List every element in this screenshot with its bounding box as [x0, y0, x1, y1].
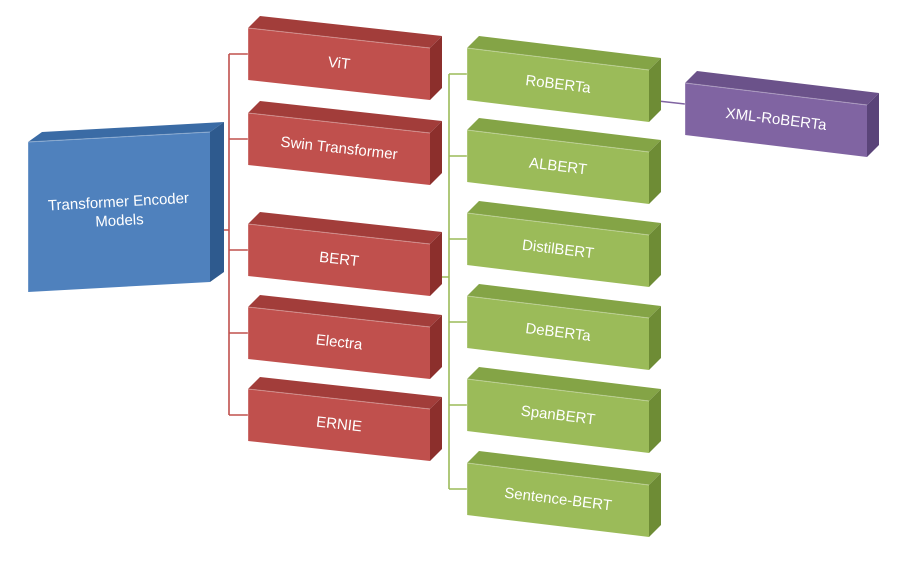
node-front-face — [467, 130, 649, 204]
node-front-face — [467, 48, 649, 122]
node-side-face — [430, 121, 442, 185]
node-edge-highlight — [466, 295, 650, 348]
node-front-face — [467, 379, 649, 453]
node-top-face — [467, 36, 661, 70]
node-label: Electra — [315, 331, 364, 353]
node-edge-highlight — [466, 462, 650, 515]
node-label: Transformer EncoderModels — [48, 190, 191, 233]
node-edge-highlight — [466, 129, 650, 182]
node-top-face — [467, 118, 661, 152]
node-edge-highlight — [247, 306, 431, 359]
node-deberta: DeBERTa — [466, 284, 661, 370]
node-side-face — [430, 315, 442, 379]
node-top-face — [467, 201, 661, 235]
node-front-face — [28, 132, 210, 292]
node-side-face — [649, 306, 661, 370]
node-edge-highlight — [27, 131, 211, 292]
node-spanbert: SpanBERT — [466, 367, 661, 453]
node-xml-roberta: XML-RoBERTa — [684, 71, 879, 157]
node-electra: Electra — [247, 295, 442, 379]
node-side-face — [649, 140, 661, 204]
node-edge-highlight — [466, 378, 650, 431]
node-roberta: RoBERTa — [466, 36, 661, 122]
node-side-face — [210, 122, 224, 282]
node-front-face — [685, 83, 867, 157]
node-front-face — [248, 113, 430, 185]
node-side-face — [649, 58, 661, 122]
node-side-face — [430, 397, 442, 461]
node-side-face — [430, 36, 442, 100]
node-side-face — [430, 232, 442, 296]
node-front-face — [467, 296, 649, 370]
node-side-face — [867, 93, 879, 157]
node-front-face — [248, 307, 430, 379]
node-label: ViT — [327, 54, 351, 73]
node-top-face — [248, 16, 442, 48]
node-label: ALBERT — [528, 155, 588, 179]
node-front-face — [248, 28, 430, 100]
node-vit: ViT — [247, 16, 442, 100]
node-front-face — [248, 389, 430, 461]
node-label: BERT — [318, 249, 359, 270]
node-ernie: ERNIE — [247, 377, 442, 461]
node-top-face — [467, 367, 661, 401]
node-top-face — [28, 122, 224, 142]
node-front-face — [467, 463, 649, 537]
node-top-face — [248, 295, 442, 327]
node-front-face — [248, 224, 430, 296]
node-top-face — [248, 377, 442, 409]
node-albert: ALBERT — [466, 118, 661, 204]
node-side-face — [649, 473, 661, 537]
node-bert: BERT — [247, 212, 442, 296]
node-transformer-encoder-models: Transformer EncoderModels — [27, 122, 224, 292]
node-top-face — [467, 284, 661, 318]
node-top-face — [248, 212, 442, 244]
node-swin-transformer: Swin Transformer — [247, 101, 442, 185]
node-sentence-bert: Sentence-BERT — [466, 451, 661, 537]
connectors — [210, 53, 686, 490]
node-label-line: Models — [95, 211, 144, 231]
node-edge-highlight — [247, 223, 431, 276]
node-edge-highlight — [466, 47, 650, 100]
node-top-face — [248, 101, 442, 133]
node-distilbert: DistilBERT — [466, 201, 661, 287]
node-edge-highlight — [247, 27, 431, 80]
node-side-face — [649, 389, 661, 453]
node-edge-highlight — [247, 388, 431, 441]
node-edge-highlight — [466, 212, 650, 265]
nodes: Transformer EncoderModels ViT Swin Transfo… — [27, 16, 879, 537]
node-top-face — [685, 71, 879, 105]
node-edge-highlight — [684, 82, 868, 135]
node-label: ERNIE — [315, 414, 362, 436]
node-top-face — [467, 451, 661, 485]
node-side-face — [649, 223, 661, 287]
node-front-face — [467, 213, 649, 287]
node-edge-highlight — [247, 112, 431, 165]
